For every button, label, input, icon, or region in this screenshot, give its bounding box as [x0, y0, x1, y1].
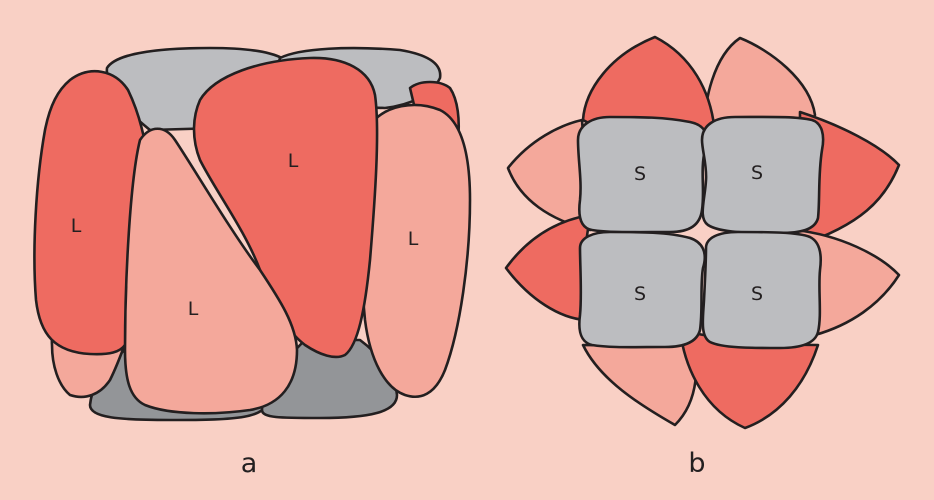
large-subunit-left: [33, 70, 152, 356]
small-subunit-bottom-left: [578, 230, 707, 349]
panel-a-subunit-label-top-center: L: [288, 150, 299, 172]
panel-b-subunit-label-bottom-right: S: [751, 283, 763, 305]
panel-b-subunit-label-top-left: S: [634, 163, 646, 185]
large-subunit-petal-right-upper: [798, 110, 901, 247]
small-subunit-bottom-right: [701, 230, 822, 350]
large-subunit-petal-left-lower: [504, 213, 592, 322]
panel-a-subunit-label-left: L: [71, 215, 82, 237]
panel-a-side-view: L L L L a: [33, 46, 472, 479]
panel-b-subunit-label-bottom-left: S: [634, 283, 646, 305]
panel-b-top-view: S S S S b: [504, 35, 901, 479]
large-subunit-top-center: [192, 56, 379, 359]
panel-a-label: a: [241, 448, 258, 479]
panel-b-label: b: [688, 448, 705, 479]
panel-b-subunit-label-top-right: S: [751, 162, 763, 184]
small-subunit-top-right: [700, 115, 825, 235]
panel-a-subunit-label-right: L: [408, 228, 419, 250]
large-subunit-front: [123, 127, 299, 415]
panel-a-subunit-label-front: L: [188, 298, 199, 320]
